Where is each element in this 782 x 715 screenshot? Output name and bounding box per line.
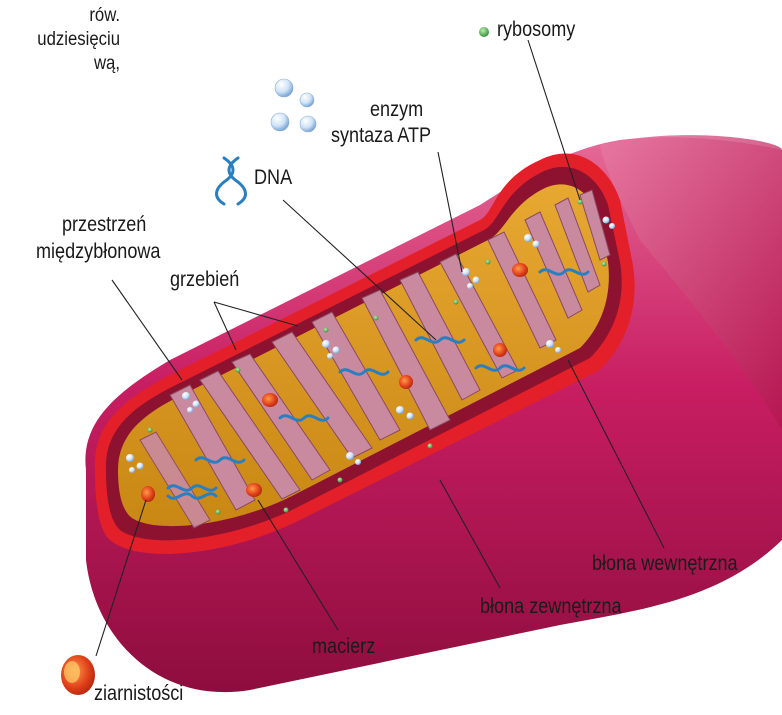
intro-line-3: wą,	[14, 52, 120, 76]
label-granules: ziarnistości	[94, 682, 183, 706]
label-crista: grzebień	[170, 268, 239, 292]
label-intermembrane-line1: przestrzeń	[62, 213, 146, 237]
label-outer-membrane: błona zewnętrzna	[480, 595, 622, 619]
intro-line-2: udziesięciu	[14, 28, 120, 52]
ribosome-icon	[479, 27, 489, 37]
label-inner-membrane: błona wewnętrzna	[592, 552, 738, 576]
label-matrix: macierz	[312, 635, 375, 659]
label-atp-synthase-line1: enzym	[370, 98, 423, 122]
dna-icon	[217, 158, 246, 204]
intro-line-1: rów.	[14, 4, 120, 28]
atp-synthase-icon	[271, 79, 316, 132]
label-intermembrane-line2: międzybłonowa	[36, 240, 160, 264]
label-dna: DNA	[254, 166, 292, 190]
intro-text: rów. udziesięciu wą,	[0, 4, 120, 76]
label-atp-synthase-line2: syntaza ATP	[331, 124, 431, 148]
label-ribosomes: rybosomy	[497, 18, 575, 42]
